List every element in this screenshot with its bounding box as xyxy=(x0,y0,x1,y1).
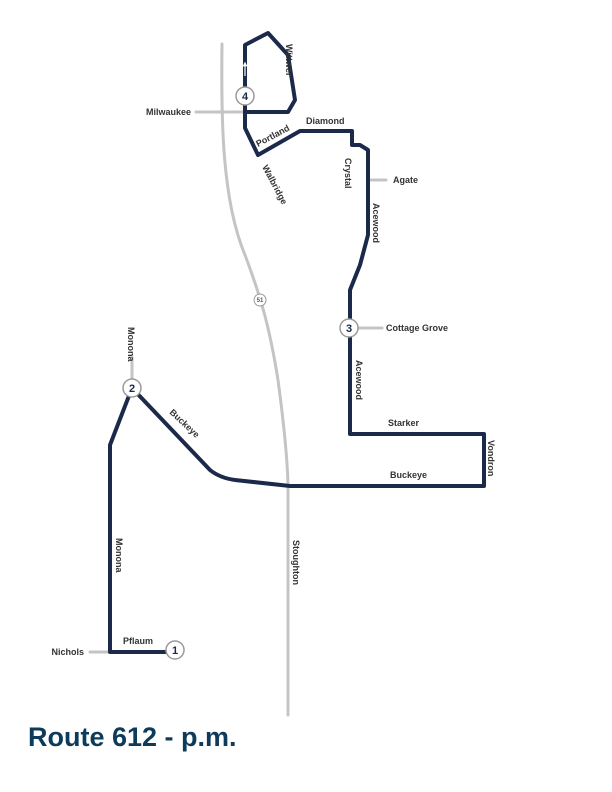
stop-number: 4 xyxy=(242,91,249,103)
cottage-grove-label: Cottage Grove xyxy=(386,323,448,333)
acewood-south-label: Acewood xyxy=(354,360,364,400)
buckeye-west-label: Buckeye xyxy=(168,407,202,440)
monona-north-label: Monona xyxy=(126,327,136,362)
diamond-label: Diamond xyxy=(306,116,345,126)
stop-marker-icon xyxy=(165,640,185,660)
stop-number: 3 xyxy=(346,323,352,335)
stoughton-label: Stoughton xyxy=(291,540,301,585)
stop-marker-4: 4 xyxy=(235,86,255,106)
stop-marker-icon xyxy=(339,318,359,338)
street-lines xyxy=(88,42,388,717)
stop-marker-icon xyxy=(235,86,255,106)
monona-south-label: Monona xyxy=(114,538,124,573)
buckeye-east-label: Buckeye xyxy=(390,470,427,480)
nichols-label: Nichols xyxy=(51,647,84,657)
highway-number: 51 xyxy=(257,298,264,304)
wittwer-label: Wittwer xyxy=(284,44,294,77)
crystal-label: Crystal xyxy=(343,158,353,189)
walbridge-label: Walbridge xyxy=(260,163,289,206)
direction-arrows xyxy=(242,61,285,81)
stop-markers: 1 2 3 4 xyxy=(122,86,359,660)
stop-number: 2 xyxy=(129,383,135,395)
down-arrow-icon xyxy=(279,65,285,81)
stop-marker-3: 3 xyxy=(339,318,359,338)
highway-shield: 51 xyxy=(253,293,267,307)
milwaukee-label: Milwaukee xyxy=(146,107,191,117)
agate-label: Agate xyxy=(393,175,418,185)
vondron-label: Vondron xyxy=(486,440,496,476)
pflaum-label: Pflaum xyxy=(123,636,153,646)
stop-marker-2: 2 xyxy=(122,378,142,398)
acewood-north-label: Acewood xyxy=(371,203,381,243)
starker-label: Starker xyxy=(388,418,420,428)
stop-marker-icon xyxy=(122,378,142,398)
highway-shield-icon xyxy=(253,293,267,307)
route-title: Route 612 - p.m. xyxy=(28,722,237,752)
highway-51-line xyxy=(220,42,290,717)
stop-marker-1: 1 xyxy=(165,640,185,660)
stop-number: 1 xyxy=(172,645,178,657)
